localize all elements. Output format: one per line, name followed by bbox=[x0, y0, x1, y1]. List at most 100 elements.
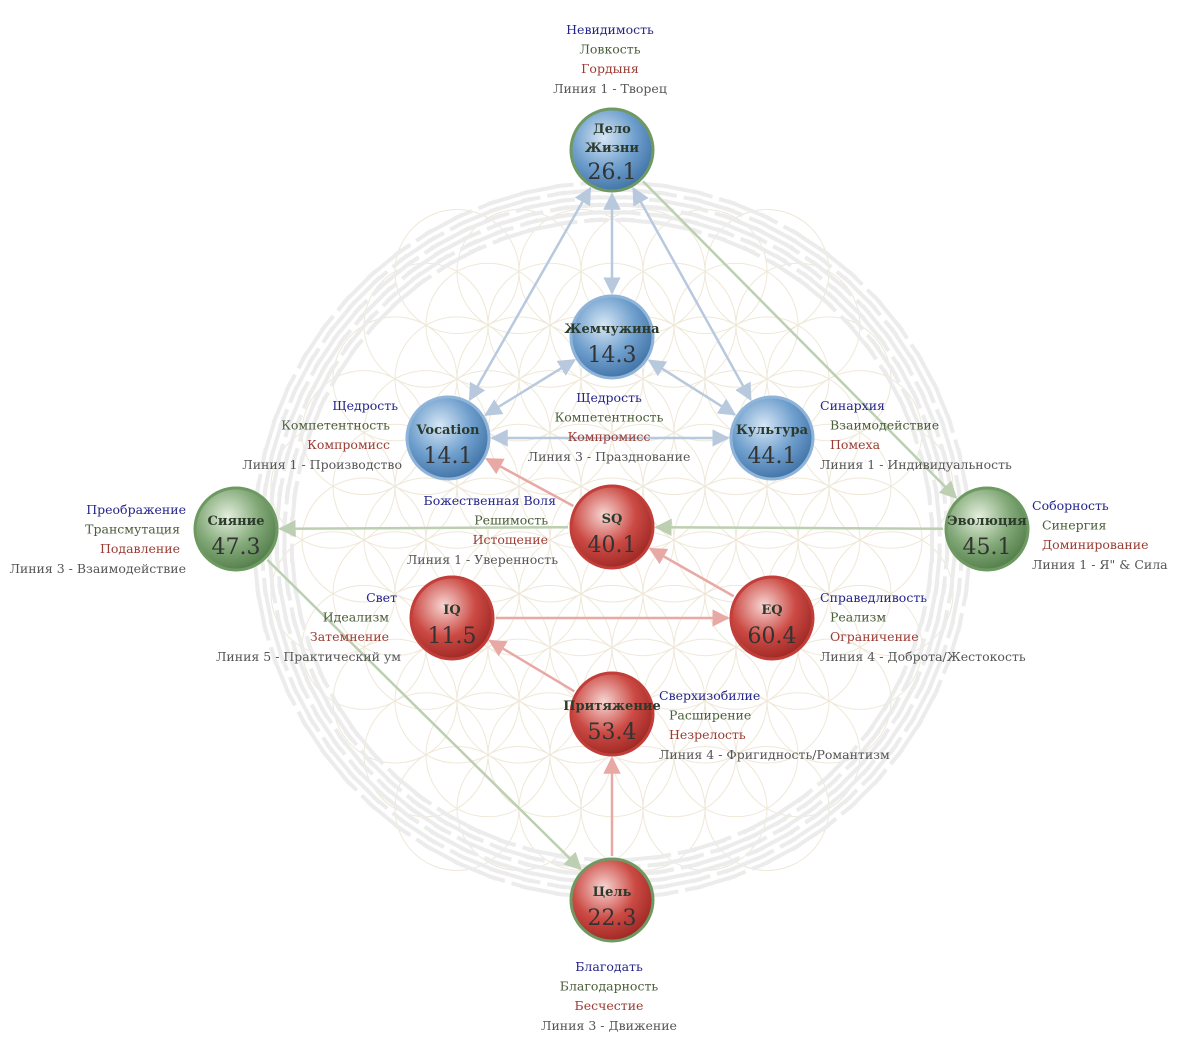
node-value: 45.1 bbox=[963, 535, 1012, 560]
node-culture[interactable]: Культура 44.1 bbox=[729, 395, 815, 481]
shadow-label: Компромисс bbox=[568, 429, 651, 444]
virtue-label: Решимость bbox=[474, 513, 548, 528]
node-iq[interactable]: IQ 11.5 bbox=[409, 575, 495, 661]
node-radiance[interactable]: Сияние 47.3 bbox=[193, 486, 279, 572]
edge-delo-evolution bbox=[642, 180, 958, 499]
line-label: Линия 3 - Движение bbox=[541, 1018, 677, 1033]
node-circle bbox=[405, 395, 491, 481]
gift-label: Синархия bbox=[820, 398, 885, 413]
node-circle bbox=[729, 575, 815, 661]
node-name: EQ bbox=[761, 603, 782, 618]
shadow-label: Истощение bbox=[473, 532, 548, 547]
node-value: 60.4 bbox=[748, 624, 797, 649]
node-circle bbox=[193, 486, 279, 572]
shadow-label: Затемнение bbox=[310, 629, 389, 644]
label-group-sq: Божественная ВоляРешимостьИстощениеЛиния… bbox=[407, 493, 558, 567]
node-purpose[interactable]: Цель 22.3 bbox=[569, 857, 655, 943]
virtue-label: Расширение bbox=[669, 708, 751, 723]
virtue-label: Трансмутация bbox=[85, 522, 180, 537]
virtue-label: Компетентность bbox=[555, 410, 664, 425]
node-value: 53.4 bbox=[588, 720, 637, 745]
hexagram bbox=[261, 414, 315, 469]
node-evolution[interactable]: Эволюция 45.1 bbox=[944, 486, 1030, 572]
shadow-label: Помеха bbox=[830, 437, 881, 452]
node-name: Дело bbox=[593, 122, 631, 137]
node-sq[interactable]: SQ 40.1 bbox=[569, 484, 655, 570]
node-name: SQ bbox=[602, 512, 623, 527]
node-value: 14.3 bbox=[588, 343, 637, 368]
gift-label: Щедрость bbox=[576, 390, 642, 405]
node-name: Цель bbox=[593, 885, 632, 900]
node-value: 14.1 bbox=[424, 444, 473, 469]
edge-pearl-vocation bbox=[483, 359, 577, 416]
edge-attraction-iq bbox=[488, 639, 575, 693]
shadow-label: Доминирование bbox=[1042, 537, 1148, 552]
line-label: Линия 3 - Взаимодействие bbox=[9, 561, 186, 576]
gift-label: Божественная Воля bbox=[424, 493, 557, 508]
node-value: 11.5 bbox=[428, 624, 477, 649]
node-name: Сияние bbox=[207, 514, 264, 529]
edge-pearl-culture bbox=[647, 359, 737, 416]
line-label: Линия 1 - Творец bbox=[553, 81, 667, 96]
virtue-label: Реализм bbox=[830, 610, 886, 625]
shadow-label: Ограничение bbox=[830, 629, 919, 644]
node-name: Культура bbox=[736, 423, 809, 438]
line-label: Линия 3 - Празднование bbox=[528, 449, 691, 464]
line-label: Линия 1 - Производство bbox=[242, 457, 402, 472]
node-name: IQ bbox=[443, 603, 460, 618]
gift-label: Щедрость bbox=[332, 398, 398, 413]
virtue-label: Благодарность bbox=[560, 979, 659, 994]
virtue-label: Синергия bbox=[1042, 518, 1107, 533]
virtue-label: Компетентность bbox=[281, 418, 390, 433]
node-value: 44.1 bbox=[748, 444, 797, 469]
edge-evolution-sq bbox=[654, 518, 944, 537]
virtue-label: Ловкость bbox=[579, 42, 640, 57]
node-value: 47.3 bbox=[212, 535, 261, 560]
label-group-radiance: ПреображениеТрансмутацияПодавлениеЛиния … bbox=[9, 502, 186, 576]
gift-label: Соборность bbox=[1032, 498, 1109, 513]
node-circle bbox=[569, 671, 655, 757]
node-value: 22.3 bbox=[588, 906, 637, 931]
node-eq[interactable]: EQ 60.4 bbox=[729, 575, 815, 661]
node-name: Притяжение bbox=[563, 699, 661, 714]
node-circle bbox=[944, 486, 1030, 572]
gift-label: Благодать bbox=[575, 959, 643, 974]
gift-label: Справедливость bbox=[820, 590, 927, 605]
virtue-label: Идеализм bbox=[323, 610, 390, 625]
node-name: Жизни bbox=[585, 141, 640, 156]
node-circle bbox=[409, 575, 495, 661]
virtue-label: Взаимодействие bbox=[830, 418, 939, 433]
hexagram bbox=[919, 580, 969, 632]
shadow-label: Незрелость bbox=[669, 727, 746, 742]
node-attraction[interactable]: Притяжение 53.4 bbox=[563, 671, 661, 757]
node-circle bbox=[569, 107, 655, 193]
edge-eq-sq bbox=[648, 547, 735, 598]
node-value: 40.1 bbox=[588, 533, 637, 558]
edge-radiance-purpose bbox=[266, 559, 582, 871]
node-circle bbox=[569, 484, 655, 570]
shadow-label: Гордыня bbox=[581, 61, 639, 76]
node-name: Эволюция bbox=[947, 514, 1027, 529]
edge-sq-vocation bbox=[485, 457, 574, 508]
gift-label: Свет bbox=[366, 590, 397, 605]
connections bbox=[266, 180, 958, 871]
nodes: ДелоЖизни26.1Жемчужина14.3Vocation14.1Ку… bbox=[193, 107, 1030, 943]
gift-label: Невидимость bbox=[566, 22, 654, 37]
line-label: Линия 1 - Индивидуальность bbox=[820, 457, 1012, 472]
line-label: Линия 1 - Уверенность bbox=[407, 552, 558, 567]
edge-sq-radiance bbox=[278, 519, 569, 538]
line-label: Линия 4 - Фригидность/Романтизм bbox=[659, 747, 890, 762]
line-label: Линия 5 - Практический ум bbox=[216, 649, 401, 664]
line-label: Линия 1 - Я" & Сила bbox=[1032, 557, 1168, 572]
